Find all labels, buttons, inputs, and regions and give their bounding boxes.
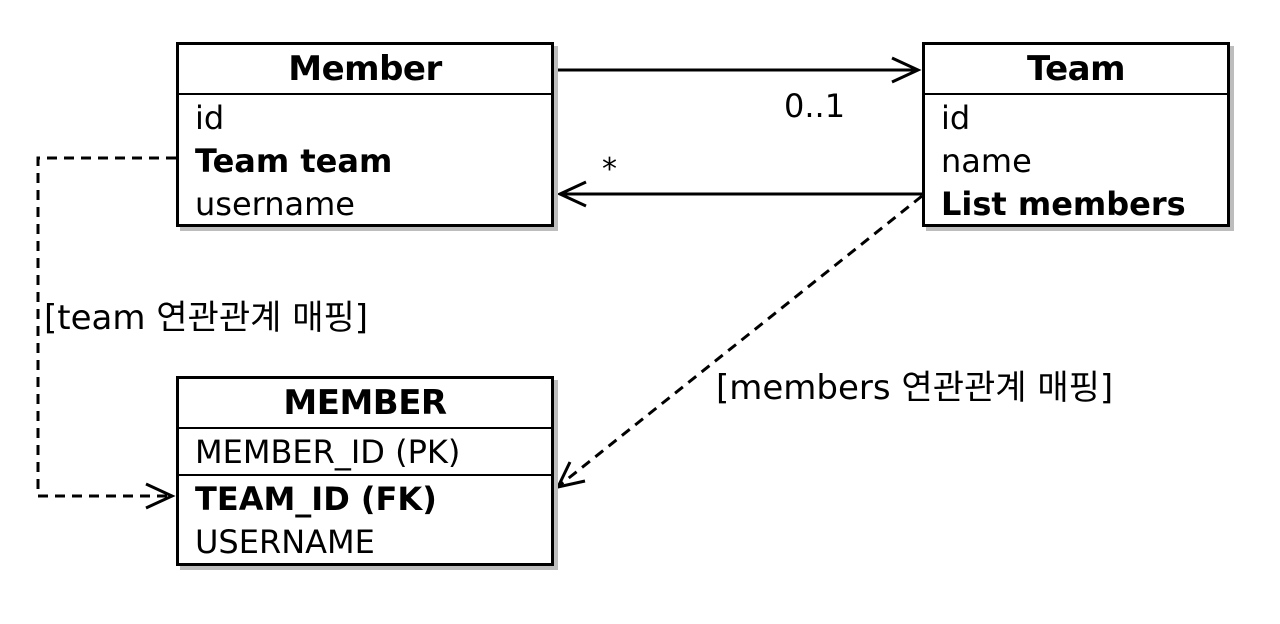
member-table-title: MEMBER: [179, 379, 551, 429]
members-mapping-dashed-line: [559, 194, 923, 487]
member-to-team-arrowhead: [891, 56, 922, 84]
member-table-pk-section: MEMBER_ID (PK): [179, 429, 551, 476]
member-table-columns: TEAM_ID (FK) USERNAME: [179, 476, 551, 564]
member-attr-id: id: [195, 99, 225, 137]
member-col-username: USERNAME: [195, 523, 375, 561]
member-col-member-id: MEMBER_ID (PK): [195, 433, 461, 471]
multiplicity-many: *: [602, 152, 617, 187]
multiplicity-zero-one: 0..1: [784, 87, 846, 125]
team-attr-members: List members: [941, 185, 1186, 223]
members-mapping-arrowhead: [555, 461, 586, 490]
member-class-title: Member: [179, 45, 551, 95]
members-mapping-label: [members 연관관계 매핑]: [716, 368, 1114, 408]
team-to-member-arrowhead: [556, 180, 587, 208]
team-class-box: Team id name List members: [922, 42, 1230, 227]
member-attr-username: username: [195, 185, 355, 223]
member-attr-team: Team team: [195, 142, 393, 180]
team-mapping-arrowhead: [145, 482, 176, 510]
member-col-team-id: TEAM_ID (FK): [195, 480, 437, 518]
member-class-box: Member id Team team username: [176, 42, 554, 227]
team-attr-id: id: [941, 99, 971, 137]
team-class-attributes: id name List members: [925, 95, 1227, 226]
team-class-title: Team: [925, 45, 1227, 95]
team-attr-name: name: [941, 142, 1032, 180]
member-class-attributes: id Team team username: [179, 95, 551, 226]
member-table-box: MEMBER MEMBER_ID (PK) TEAM_ID (FK) USERN…: [176, 376, 554, 566]
team-mapping-label: [team 연관관계 매핑]: [44, 298, 369, 338]
team-mapping-dashed-line: [36, 156, 176, 498]
